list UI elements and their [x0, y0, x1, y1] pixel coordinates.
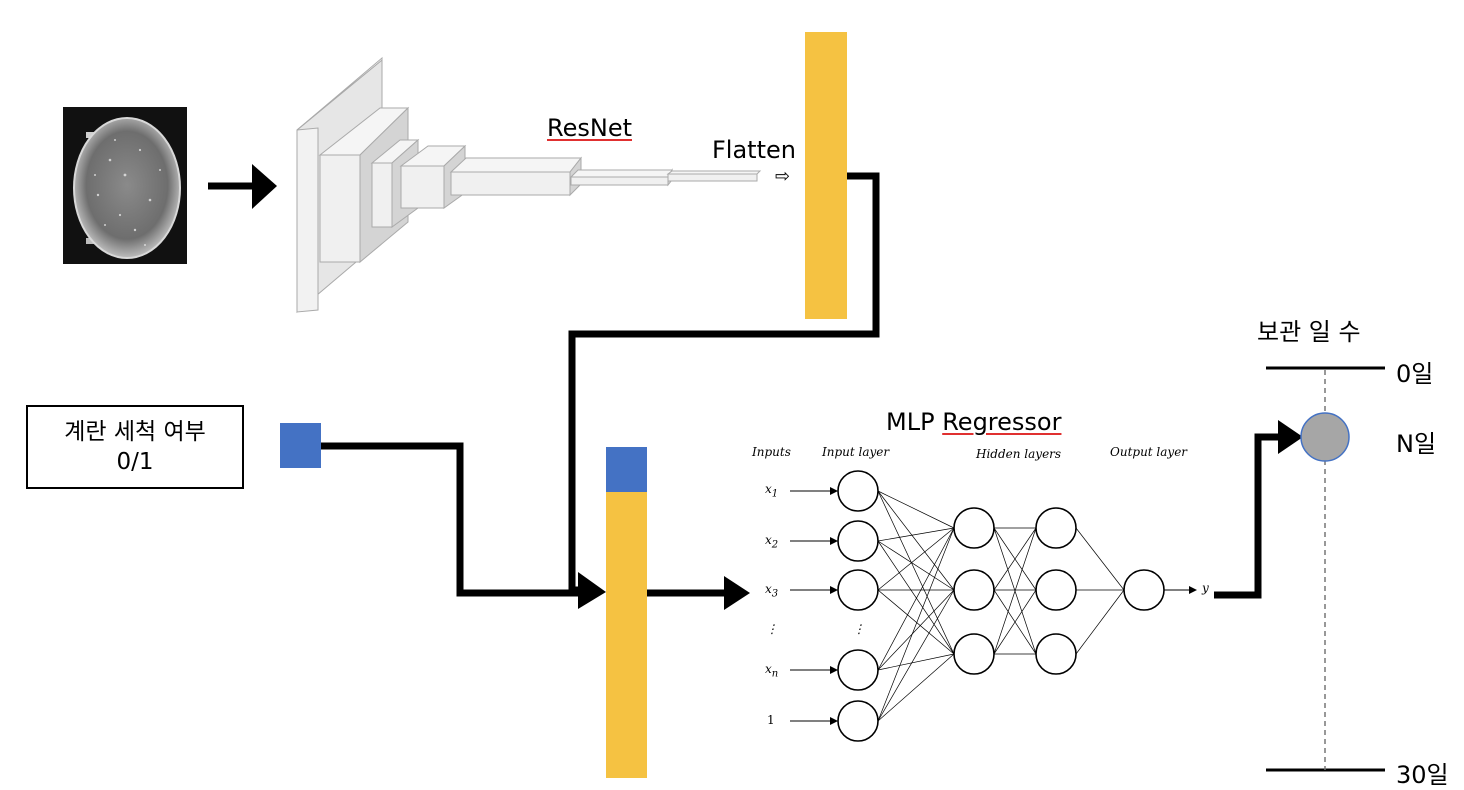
mlp-connection [877, 490, 955, 529]
mlp-connection [877, 540, 955, 655]
arrow-concat-to-mlp [647, 576, 750, 610]
mlp-network [790, 470, 1197, 742]
feature-vector-bar [805, 32, 847, 319]
flatten-arrow-icon: ⇨ [775, 166, 790, 187]
mlp-connection [877, 527, 955, 591]
mlp-title: MLP Regressor [886, 408, 1061, 436]
input-layer-dots: ⋮ [853, 622, 865, 636]
mlp-connection [877, 527, 955, 671]
wash-input-title: 계란 세척 여부 [64, 419, 206, 445]
mlp-connection [877, 589, 955, 655]
hidden-node [1035, 633, 1077, 675]
storage-days-scale [1266, 366, 1385, 772]
hidden-node [953, 507, 995, 549]
mlp-col-input-layer: Input layer [822, 445, 890, 459]
mlp-title-b: Regressor [942, 408, 1062, 436]
scale-label-30: 30일 [1396, 761, 1449, 789]
input-node [837, 700, 879, 742]
mlp-connection [877, 653, 955, 722]
mlp-connection [877, 527, 955, 542]
scale-label-n: N일 [1396, 430, 1437, 458]
input-x1: x1 [765, 482, 779, 500]
mlp-connection [1075, 527, 1125, 591]
mlp-title-a: MLP [886, 408, 935, 436]
resnet-label: ResNet [547, 114, 632, 142]
mlp-connection [877, 527, 955, 722]
mlp-col-output: Output layer [1110, 445, 1188, 459]
output-node [1123, 569, 1165, 611]
input-dots: ⋮ [766, 622, 778, 636]
wash-input-box: 계란 세척 여부 0/1 [26, 405, 244, 489]
mlp-col-inputs: Inputs [752, 445, 791, 459]
input-node [837, 470, 879, 512]
hidden-node [953, 569, 995, 611]
input-node [837, 649, 879, 691]
scale-label-0: 0일 [1396, 360, 1434, 388]
mlp-connection [1075, 589, 1125, 655]
input-xn: xn [765, 662, 779, 680]
mlp-connection [993, 527, 1037, 591]
mlp-connection [877, 490, 955, 655]
input-bias: 1 [767, 713, 775, 727]
hidden-node [1035, 507, 1077, 549]
mlp-connection [993, 589, 1037, 655]
resnet-blocks [296, 56, 762, 314]
egg-image [63, 107, 187, 264]
arrow-output-to-scale [1214, 420, 1303, 599]
mlp-connection [877, 589, 955, 671]
hidden-node [1035, 569, 1077, 611]
predicted-value-marker [1300, 412, 1350, 462]
wash-feature-square [280, 423, 321, 468]
input-x3: x3 [765, 582, 779, 600]
mlp-connection [877, 653, 955, 671]
hidden-node [953, 633, 995, 675]
flatten-label: Flatten [712, 136, 796, 164]
input-node [837, 569, 879, 611]
mlp-connection [877, 589, 955, 722]
input-x2: x2 [765, 533, 779, 551]
storage-days-title: 보관 일 수 [1257, 318, 1361, 346]
mlp-connection [877, 540, 955, 591]
output-y: y [1202, 581, 1209, 595]
wash-input-values: 0/1 [116, 449, 154, 475]
connector-wash-to-concat [321, 442, 590, 597]
mlp-connection [877, 490, 955, 591]
arrow-egg-to-resnet [208, 164, 277, 209]
mlp-connection [993, 527, 1037, 655]
arrowhead-concat [578, 572, 606, 609]
concat-vector-bar [606, 447, 647, 778]
input-node [837, 520, 879, 562]
mlp-col-hidden: Hidden layers [976, 447, 1062, 461]
